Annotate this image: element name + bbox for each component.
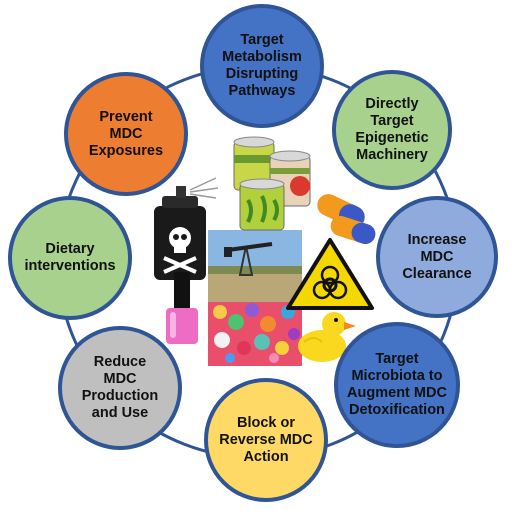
center-collage [154, 136, 376, 366]
node-label: Prevent MDC Exposures [88, 108, 164, 159]
node-block-reverse: Block or Reverse MDC Action [204, 378, 328, 502]
spray-can-skull-icon [154, 177, 219, 280]
node-target-epigenetic: Directly Target Epigenetic Machinery [332, 70, 452, 190]
node-dietary-interventions: Dietary interventions [8, 196, 132, 320]
node-increase-clearance: Increase MDC Clearance [376, 196, 498, 318]
node-label: Directly Target Epigenetic Machinery [355, 96, 429, 163]
node-label: Target Microbiota to Augment MDC Detoxif… [347, 351, 447, 418]
node-target-metabolism: Target Metabolism Disrupting Pathways [200, 4, 324, 128]
candy-photo [208, 302, 302, 366]
node-label: Increase MDC Clearance [402, 231, 472, 282]
node-label: Block or Reverse MDC Action [219, 414, 313, 465]
can-3 [239, 178, 285, 231]
node-label: Dietary interventions [24, 241, 116, 274]
pills-icon [317, 194, 376, 245]
node-label: Target Metabolism Disrupting Pathways [222, 32, 302, 99]
node-reduce-production: Reduce MDC Production and Use [58, 326, 182, 450]
rubber-duck-icon [298, 312, 356, 362]
oil-pump-photo [208, 230, 302, 302]
node-label: Reduce MDC Production and Use [81, 354, 159, 421]
node-prevent-exposures: Prevent MDC Exposures [64, 72, 188, 196]
biohazard-icon [286, 238, 374, 310]
node-target-microbiota: Target Microbiota to Augment MDC Detoxif… [334, 322, 460, 448]
nail-polish-icon [166, 272, 198, 344]
can-1 [233, 136, 275, 191]
